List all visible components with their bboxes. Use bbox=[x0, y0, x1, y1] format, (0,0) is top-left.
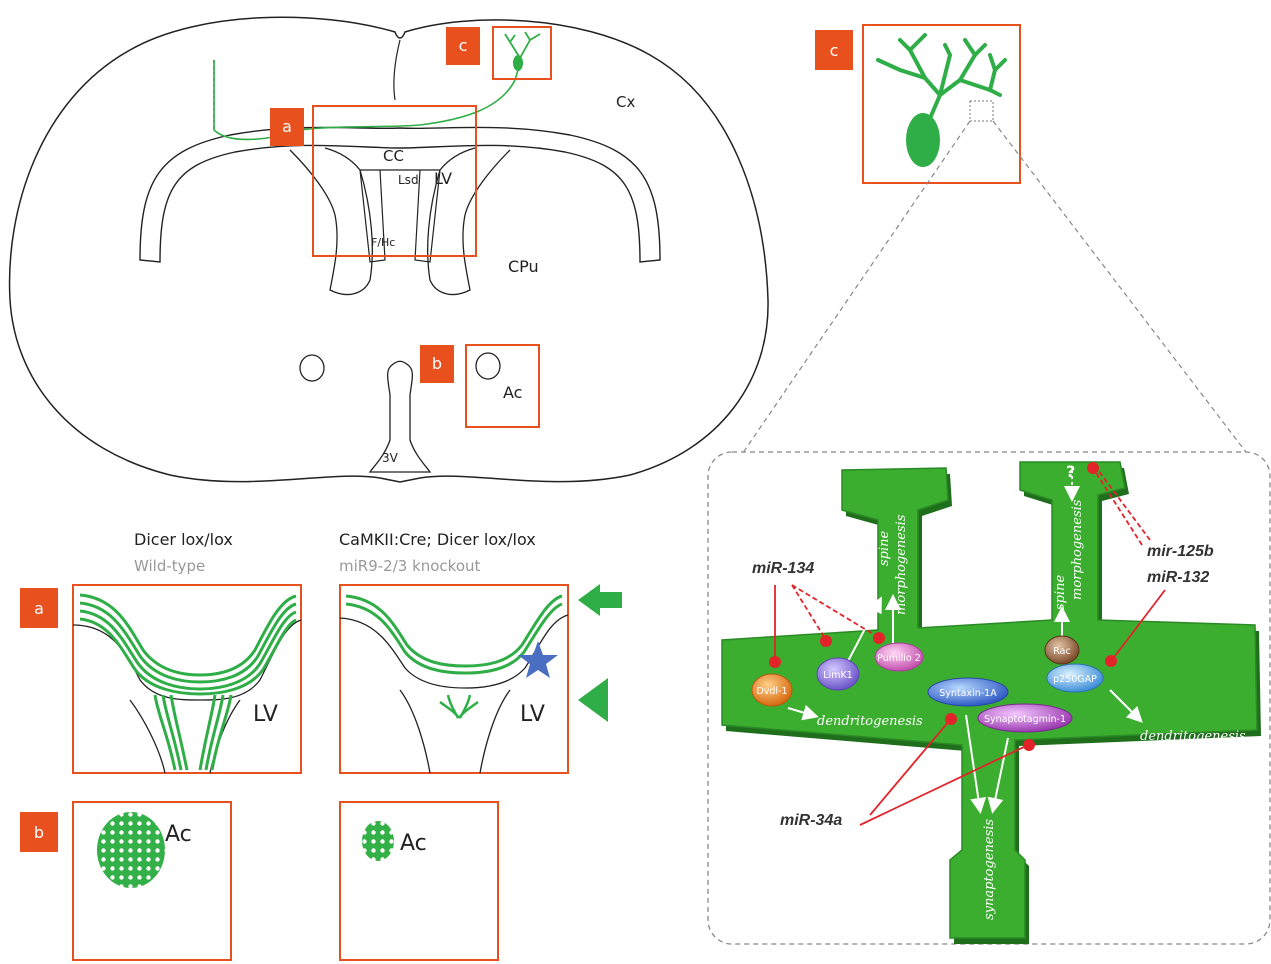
wt-title: Dicer lox/lox bbox=[134, 530, 233, 549]
label-cpu: CPu bbox=[508, 257, 539, 276]
svg-text:p250GAP: p250GAP bbox=[1053, 674, 1097, 685]
protein-synaptotagmin: Synaptotagmin-1 bbox=[978, 704, 1072, 732]
comparison-headers: Dicer lox/lox Wild-type CaMKII:Cre; Dice… bbox=[134, 530, 536, 575]
panel-a-knockout: LV bbox=[340, 585, 568, 773]
badge-b-brain-text: b bbox=[432, 354, 442, 373]
dendritogenesis-right: dendritogenesis bbox=[1140, 729, 1246, 744]
ko-lv-label: LV bbox=[520, 702, 545, 727]
protein-dvl1: Dvdl-1 bbox=[752, 674, 792, 706]
badge-c-text: c bbox=[830, 41, 839, 60]
zoom-neuron: c bbox=[815, 25, 1020, 183]
unknown-mark: ? bbox=[1066, 462, 1075, 481]
synaptogenesis-label: synaptogenesis bbox=[982, 819, 997, 920]
protein-pumilio2: Pumilio 2 bbox=[875, 643, 923, 671]
mir-132-label: miR-132 bbox=[1147, 569, 1209, 586]
svg-text:Synaptotagmin-1: Synaptotagmin-1 bbox=[984, 714, 1066, 725]
svg-text:Pumilio 2: Pumilio 2 bbox=[877, 653, 921, 664]
brain-outline bbox=[10, 17, 769, 482]
wt-ac-label: Ac bbox=[165, 822, 192, 847]
protein-syntaxin: Syntaxin-1A bbox=[928, 678, 1008, 706]
ko-ac-label: Ac bbox=[400, 831, 427, 856]
svg-text:Rac: Rac bbox=[1053, 646, 1070, 657]
panel-b-knockout: Ac bbox=[340, 802, 498, 960]
badge-a-text: a bbox=[34, 599, 44, 618]
morphogenesis-label-2: morphogenesis bbox=[1070, 499, 1085, 600]
protein-rac: Rac bbox=[1045, 636, 1079, 664]
mir-125b-label: mir-125b bbox=[1147, 543, 1214, 560]
label-cx: Cx bbox=[616, 93, 635, 111]
zoom-line-right bbox=[993, 121, 1252, 460]
dendrite-panel: spine morphogenesis spine morphogenesis … bbox=[708, 452, 1270, 944]
panel-b-wildtype: Ac bbox=[73, 802, 231, 960]
mir-134-label: miR-134 bbox=[752, 560, 814, 577]
panel-a-wildtype: LV bbox=[73, 585, 301, 773]
badge-a-brain-text: a bbox=[282, 117, 292, 136]
spine-label-2: spine bbox=[1053, 574, 1068, 610]
mini-neuron bbox=[505, 32, 540, 71]
dendritogenesis-left: dendritogenesis bbox=[817, 714, 923, 729]
arrow-left-icon-2 bbox=[578, 678, 608, 722]
ko-title: CaMKII:Cre; Dicer lox/lox bbox=[339, 530, 536, 549]
mir-34a-label: miR-34a bbox=[780, 812, 842, 829]
label-fhc: F/Hc bbox=[371, 236, 395, 249]
label-cc: CC bbox=[383, 147, 404, 165]
svg-text:Syntaxin-1A: Syntaxin-1A bbox=[939, 688, 997, 699]
spine-label-1: spine bbox=[877, 530, 892, 566]
morphogenesis-label-1: morphogenesis bbox=[894, 514, 909, 615]
anterior-commissure-right bbox=[476, 353, 500, 379]
label-ac: Ac bbox=[503, 383, 522, 402]
protein-p250gap: p250GAP bbox=[1047, 664, 1103, 692]
svg-text:Dvdl-1: Dvdl-1 bbox=[756, 686, 787, 697]
anterior-commissure-left bbox=[300, 355, 324, 381]
protein-limk1: LimK1 bbox=[817, 658, 859, 690]
svg-text:LimK1: LimK1 bbox=[823, 670, 852, 681]
wt-lv-label: LV bbox=[253, 702, 278, 727]
brain-section: a b c Cx CC Lsd LV F/Hc CPu Ac 3V bbox=[10, 17, 769, 482]
arrow-left-icon-1 bbox=[578, 584, 622, 616]
midline bbox=[394, 40, 400, 100]
badge-b-text: b bbox=[34, 823, 44, 842]
label-3v: 3V bbox=[382, 451, 399, 465]
ko-subtitle: miR9-2/3 knockout bbox=[339, 557, 481, 575]
label-lv: LV bbox=[434, 169, 452, 188]
badge-c-brain-text: c bbox=[459, 36, 468, 55]
label-lsd: Lsd bbox=[398, 173, 419, 187]
wt-subtitle: Wild-type bbox=[134, 557, 205, 575]
